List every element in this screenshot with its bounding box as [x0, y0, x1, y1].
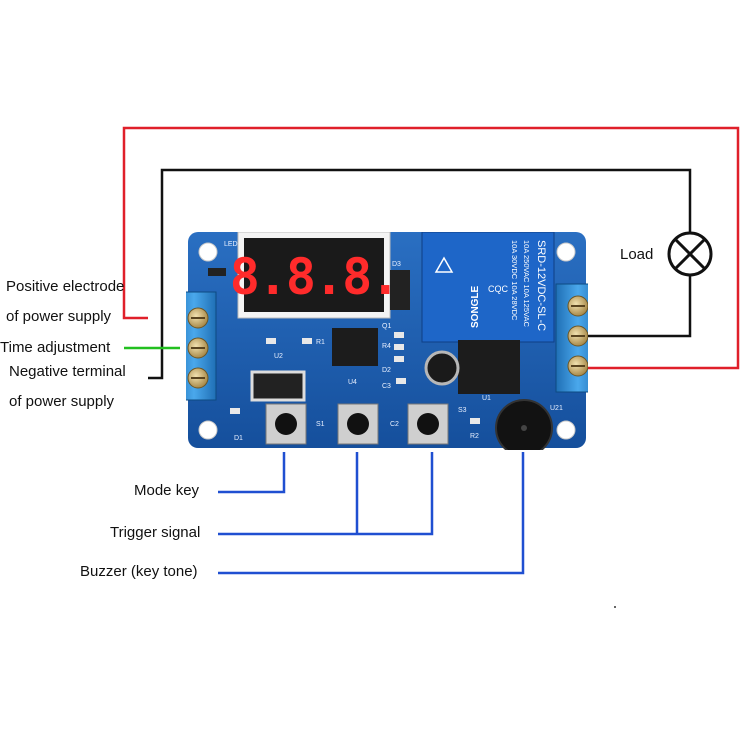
smd-d1: [230, 408, 240, 414]
relay-brand: SONGLE: [470, 285, 481, 328]
silk-u1: U1: [482, 395, 491, 402]
mount-hole: [556, 242, 576, 262]
mode-key-button[interactable]: [265, 403, 307, 445]
label-positive-line1: Positive electrode: [6, 278, 125, 295]
seven-segment-display: 8.8.8.: [230, 232, 400, 319]
buzzer-callout: [218, 452, 525, 575]
silk-u4: U4: [348, 379, 357, 386]
label-trigger-signal: Trigger signal: [110, 524, 201, 541]
mount-hole: [556, 420, 576, 440]
mount-hole: [198, 420, 218, 440]
trigger-callout: [218, 452, 434, 536]
silk-d3: D3: [392, 261, 401, 268]
positive-wire: [122, 126, 740, 370]
silk-r2: R2: [470, 433, 479, 440]
relay-rating-1: 10A 250VAC 10A 125VAC: [522, 240, 531, 327]
ic-main: [332, 328, 378, 366]
silk-u2: U2: [274, 353, 283, 360]
smd: [394, 332, 404, 338]
silk-u21: U21: [550, 405, 563, 412]
smd: [396, 378, 406, 384]
silk-r4: R4: [382, 343, 391, 350]
trigger-button-1[interactable]: [337, 403, 379, 445]
relay: SRD-12VDC-SL-C 10A 250VAC 10A 125VAC 10A…: [421, 232, 555, 343]
label-buzzer: Buzzer (key tone): [80, 563, 198, 580]
mode-key-callout: [218, 452, 286, 494]
smd: [266, 338, 276, 344]
label-positive-line2: of power supply: [6, 308, 112, 325]
relay-terminal-block: [555, 283, 588, 393]
silk-c2: C2: [390, 421, 399, 428]
relay-timer-board: 8.8.8. LED SRD-12VDC-SL-C 10A 250VAC 10A…: [186, 232, 588, 450]
label-time-adjustment: Time adjustment: [0, 339, 111, 356]
load-feed-wire: [585, 276, 692, 338]
load-return-wire: [148, 168, 692, 380]
relay-rating-2: 10A 30VDC 10A 28VDC: [510, 240, 519, 321]
trigger-button-2[interactable]: [407, 403, 449, 445]
smd-r2: [470, 418, 480, 424]
relay-cert: CQC: [488, 284, 509, 294]
silk-s3: S3: [458, 407, 467, 414]
capacitor: [424, 350, 460, 386]
stray-dot: [614, 606, 616, 608]
relay-model: SRD-12VDC-SL-C: [535, 240, 547, 331]
diode-d4: [208, 268, 226, 276]
smd: [394, 344, 404, 350]
load-lamp-icon: [667, 231, 713, 277]
regulator: [458, 340, 520, 394]
silk-s1: S1: [316, 421, 325, 428]
display-digits: 8.8.8.: [230, 248, 399, 306]
silk-d2: D2: [382, 367, 391, 374]
silk-d1: D1: [234, 435, 243, 442]
label-negative-line2: of power supply: [9, 393, 115, 410]
label-negative-line1: Negative terminal: [9, 363, 126, 380]
transistor: [390, 270, 410, 310]
label-mode-key: Mode key: [134, 482, 200, 499]
silk-c3: C3: [382, 383, 391, 390]
ic-u2: [250, 370, 306, 402]
silk-led: LED: [224, 241, 238, 248]
mount-hole: [198, 242, 218, 262]
label-load: Load: [620, 246, 654, 263]
silk-r1: R1: [316, 339, 325, 346]
smd: [394, 356, 404, 362]
smd: [302, 338, 312, 344]
silk-q1: Q1: [382, 323, 391, 330]
power-terminal-block: [186, 291, 217, 401]
